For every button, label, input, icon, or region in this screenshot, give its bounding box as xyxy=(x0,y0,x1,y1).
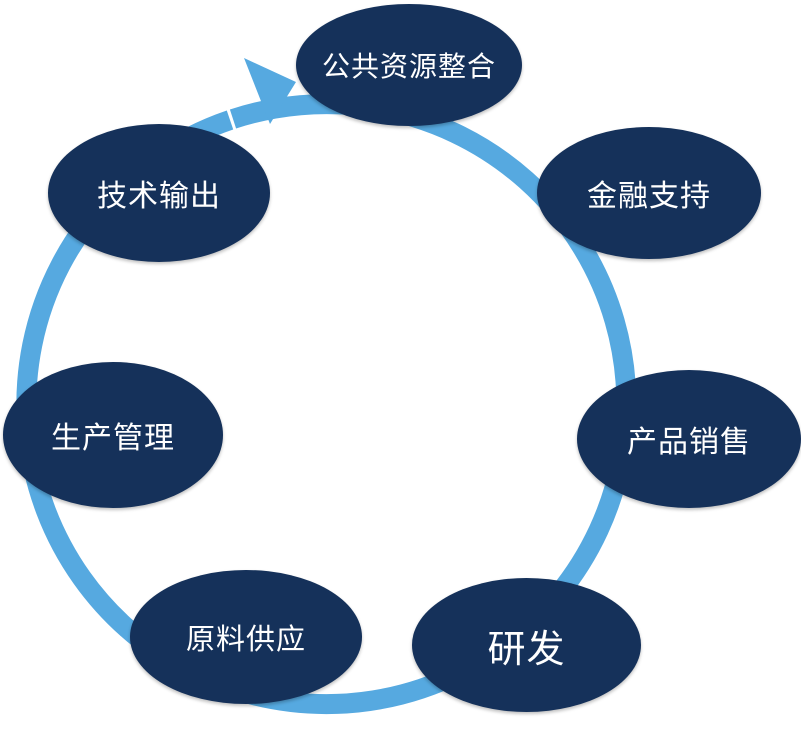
node-label: 公共资源整合 xyxy=(321,50,496,83)
node-technology-output: 技术输出 xyxy=(48,124,270,262)
node-financial-support: 金融支持 xyxy=(537,127,761,259)
node-label: 生产管理 xyxy=(51,421,175,456)
node-label: 技术输出 xyxy=(97,179,221,214)
node-label: 金融支持 xyxy=(587,179,711,214)
arrow-right-icon xyxy=(244,58,296,124)
node-research-development: 研发 xyxy=(412,578,641,712)
node-product-sales: 产品销售 xyxy=(577,370,801,508)
node-label: 原料供应 xyxy=(185,622,306,656)
node-public-resource-integration: 公共资源整合 xyxy=(296,4,522,126)
node-label: 产品销售 xyxy=(627,425,751,460)
node-label: 研发 xyxy=(487,626,566,671)
node-raw-material-supply: 原料供应 xyxy=(130,570,362,704)
cycle-ring-path xyxy=(16,94,637,715)
node-production-management: 生产管理 xyxy=(3,362,223,508)
